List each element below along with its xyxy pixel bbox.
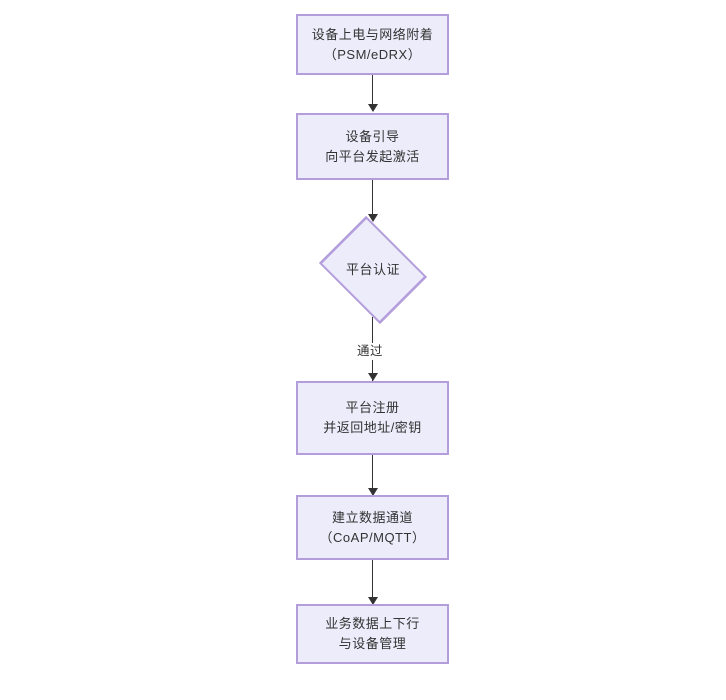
node-label-line2: 与设备管理 — [338, 636, 407, 651]
node-label-line2: （PSM/eDRX） — [323, 46, 422, 62]
edge-n2-n3 — [372, 180, 373, 216]
node-label-line1: 设备引导 — [345, 128, 400, 144]
arrowhead-n2-n3 — [368, 214, 378, 222]
node-label-line1: 平台认证 — [345, 262, 400, 277]
node-label-line1: 业务数据上下行 — [325, 616, 420, 631]
node-device-power-on[interactable]: 设备上电与网络附着 （PSM/eDRX） — [296, 14, 449, 75]
node-platform-auth[interactable]: 平台认证 — [311, 215, 435, 325]
node-label-line2: 向平台发起激活 — [325, 148, 420, 164]
arrowhead-n4-n5 — [368, 488, 378, 496]
edge-n5-n6 — [372, 560, 373, 604]
edge-n4-n5 — [372, 455, 373, 495]
node-device-bootstrap[interactable]: 设备引导 向平台发起激活 — [296, 113, 449, 180]
node-label-line1: 平台注册 — [345, 400, 400, 415]
node-platform-register[interactable]: 平台注册 并返回地址/密钥 — [296, 381, 449, 455]
arrowhead-n3-n4 — [368, 373, 378, 381]
arrowhead-n1-n2 — [368, 104, 378, 112]
node-label-line2: 并返回地址/密钥 — [323, 420, 422, 435]
node-business-data[interactable]: 业务数据上下行 与设备管理 — [296, 604, 449, 664]
node-label-line1: 设备上电与网络附着 — [311, 26, 434, 42]
node-label-line2: （CoAP/MQTT） — [319, 529, 426, 545]
node-data-channel[interactable]: 建立数据通道 （CoAP/MQTT） — [296, 495, 449, 560]
edge-n1-n2 — [372, 75, 373, 106]
node-label-line1: 建立数据通道 — [331, 509, 413, 525]
arrowhead-n5-n6 — [368, 597, 378, 605]
edge-label-pass: 通过 — [356, 343, 385, 360]
